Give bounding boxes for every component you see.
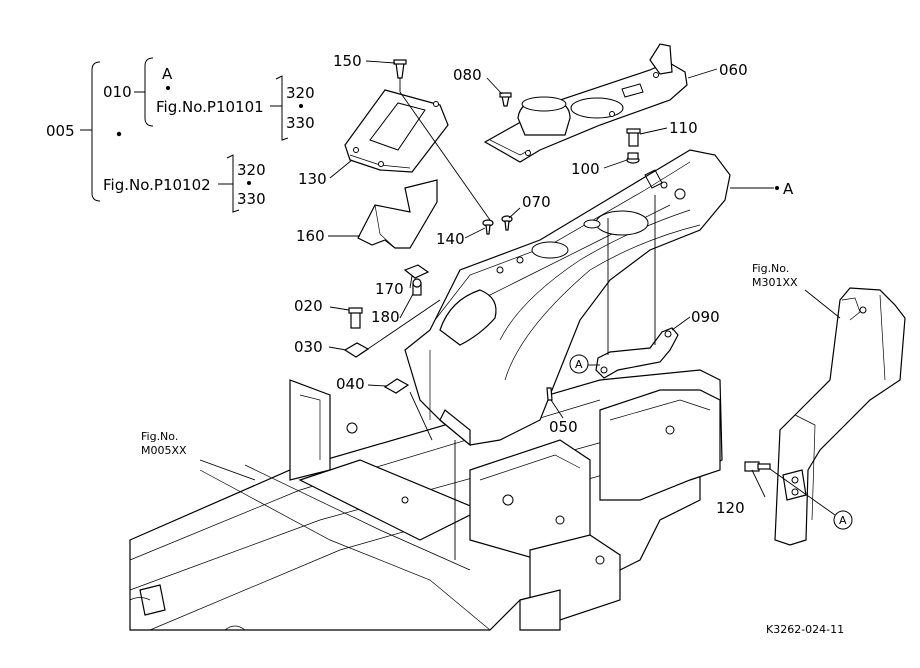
label-180: 180 [371, 308, 400, 326]
label-140: 140 [436, 230, 465, 248]
circle-a-text-1: A [575, 358, 583, 371]
label-070: 070 [522, 193, 551, 211]
top-cover-060 [483, 43, 688, 163]
tree-fig-p10102: Fig.No.P10102 [103, 176, 211, 194]
tree-ref-a: A [162, 65, 173, 83]
tree-root-005: 005 [46, 122, 75, 140]
label-020: 020 [294, 297, 323, 315]
ref-m301-line2: M301XX [752, 276, 798, 289]
bracket-160 [357, 179, 438, 249]
tree-330-a: 330 [286, 114, 315, 132]
ref-m005-line1: Fig.No. [141, 430, 178, 443]
tree-320-a: 320 [286, 84, 315, 102]
hierarchy-tree: 005 010 A Fig.No.P10101 320 330 Fig.No.P… [46, 57, 315, 213]
part-labels: 150 080 060 110 100 130 160 140 070 170 … [294, 52, 794, 517]
label-100: 100 [571, 160, 600, 178]
label-060: 060 [719, 61, 748, 79]
leader-lines [199, 60, 841, 516]
label-030: 030 [294, 338, 323, 356]
label-080: 080 [453, 66, 482, 84]
ref-m301-line1: Fig.No. [752, 262, 789, 275]
tree-fig-p10101: Fig.No.P10101 [156, 98, 264, 116]
small-parts [343, 59, 771, 472]
label-150: 150 [333, 52, 362, 70]
label-050: 050 [549, 418, 578, 436]
label-110: 110 [669, 119, 698, 137]
ref-m005-line2: M005XX [141, 444, 187, 457]
label-090: 090 [691, 308, 720, 326]
chassis-frame [129, 369, 723, 631]
panel-130 [344, 89, 449, 173]
label-130: 130 [298, 170, 327, 188]
label-120: 120 [716, 499, 745, 517]
label-callout-a: A [783, 180, 794, 198]
figure-references: Fig.No. M301XX Fig.No. M005XX A A [141, 262, 853, 530]
circle-a-marker-1 [569, 354, 589, 374]
circle-a-text-2: A [839, 514, 847, 527]
label-040: 040 [336, 375, 365, 393]
center-panel-a [404, 149, 731, 447]
bracket-090 [595, 195, 679, 379]
circle-a-marker-2 [833, 510, 853, 530]
label-170: 170 [375, 280, 404, 298]
drawing-code: K3262-024-11 [766, 623, 844, 636]
tree-320-b: 320 [237, 161, 266, 179]
tree-child-010: 010 [103, 83, 132, 101]
label-160: 160 [296, 227, 325, 245]
tree-330-b: 330 [237, 190, 266, 208]
side-frame-m301xx [774, 287, 906, 546]
